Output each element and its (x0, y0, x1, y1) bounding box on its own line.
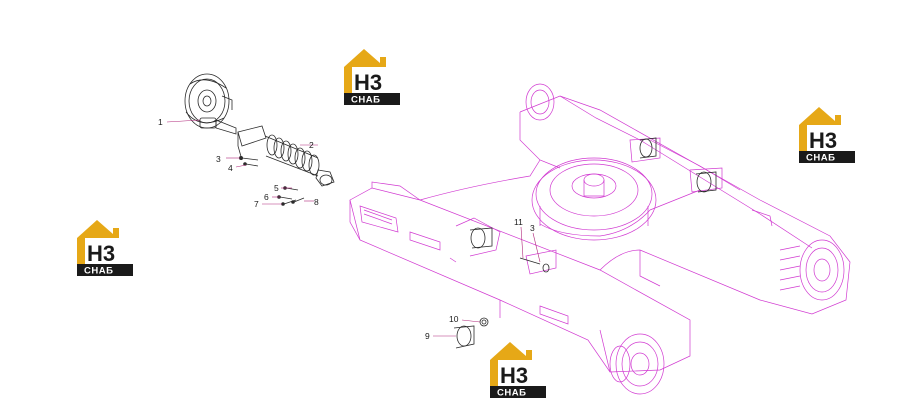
callout-1: 1 (158, 117, 163, 127)
callout-7: 7 (254, 199, 259, 209)
watermark-logo-2: H3 СНАБ (795, 103, 855, 163)
logo-small-text: СНАБ (351, 95, 380, 106)
track-frame (349, 83, 851, 395)
recoil-spring (237, 125, 335, 187)
carrier-rollers (469, 137, 717, 273)
logo-small-text: СНАБ (497, 388, 526, 399)
idler-wheel (184, 73, 237, 135)
callout-9: 9 (425, 331, 430, 341)
callout-8: 8 (314, 197, 319, 207)
callout-5: 5 (274, 183, 279, 193)
callout-10: 10 (449, 314, 459, 324)
logo-small-text: СНАБ (84, 266, 113, 277)
logo-big-text: H3 (354, 70, 382, 95)
roller-part-9 (453, 317, 489, 349)
callout-11: 11 (514, 217, 523, 227)
callout-2: 2 (309, 140, 314, 150)
watermark-logo-3: H3 СНАБ (73, 216, 133, 276)
callouts: 1 2 3 4 5 6 7 8 11 3 10 9 (158, 117, 535, 341)
logo-big-text: H3 (87, 241, 115, 266)
callout-6: 6 (264, 192, 269, 202)
callout-4: 4 (228, 163, 233, 173)
leader-lines (166, 119, 541, 337)
watermark-logo-1: H3 СНАБ (340, 45, 400, 105)
watermark-logo-4: H3 СНАБ (486, 338, 546, 398)
logo-big-text: H3 (500, 363, 528, 388)
logo-small-text: СНАБ (806, 153, 835, 164)
logo-big-text: H3 (809, 128, 837, 153)
callout-3b: 3 (530, 223, 535, 233)
callout-3: 3 (216, 154, 221, 164)
